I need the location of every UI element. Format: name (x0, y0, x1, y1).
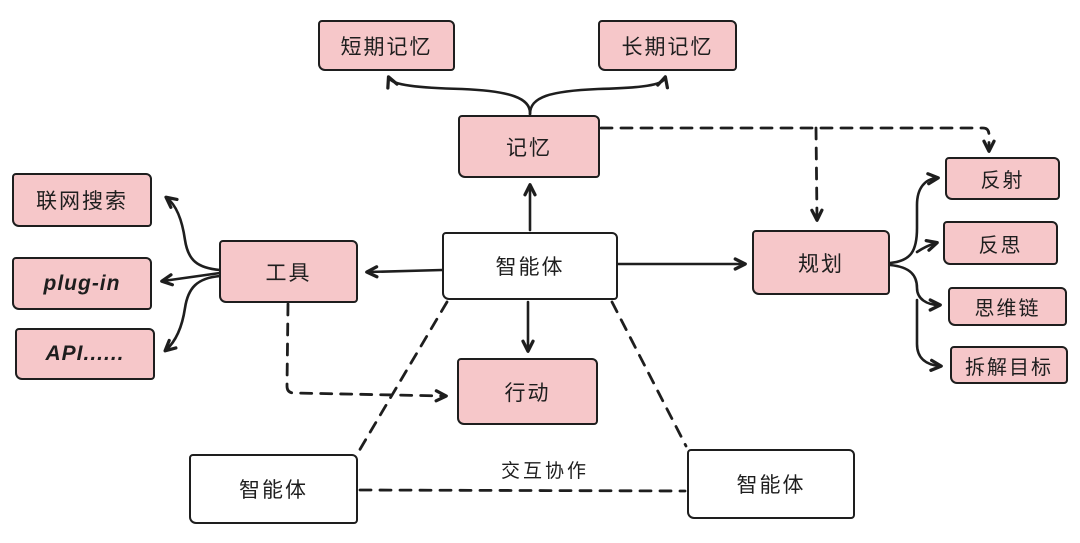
node-action-label: 行动 (504, 381, 551, 405)
node-reflection-label: 反思 (978, 234, 1023, 257)
node-agent-bottom-right-label: 智能体 (736, 474, 806, 497)
edge-agent-to-agent-bottom-right-dashed (610, 300, 688, 448)
node-reflex-label: 反射 (980, 170, 1025, 192)
node-api-label: API...... (45, 342, 125, 365)
edge-tools-to-web-search (164, 195, 222, 272)
node-web-search: 联网搜索 (12, 173, 152, 227)
node-tools-label: 工具 (265, 261, 312, 285)
node-chain-of-thought-label: 思维链 (974, 298, 1041, 320)
edge-planning-to-chain-of-thought (888, 263, 942, 312)
node-agent-bottom-left-label: 智能体 (239, 479, 308, 502)
node-agent-bottom-right: 智能体 (687, 449, 855, 519)
node-plug-in-label: plug-in (43, 271, 121, 295)
node-chain-of-thought: 思维链 (948, 287, 1067, 326)
node-planning-label: 规划 (798, 252, 844, 276)
node-agent-center: 智能体 (442, 232, 618, 300)
node-memory: 记忆 (458, 115, 600, 178)
edge-planning-to-goal-decomposition (915, 298, 943, 372)
edge-tools-to-plugin (160, 271, 222, 287)
node-api: API...... (15, 328, 155, 380)
edge-agent-to-agent-bottom-left-dashed (357, 300, 449, 453)
node-plug-in: plug-in (12, 257, 152, 310)
node-short-term-memory: 短期记忆 (318, 20, 455, 71)
edge-memory-to-planning-dashed (810, 126, 824, 222)
node-memory-label: 记忆 (506, 136, 552, 160)
node-long-term-memory-label: 长期记忆 (621, 35, 714, 59)
edge-planning-to-reflection (915, 238, 939, 254)
edge-agent-to-tools (365, 265, 444, 279)
node-web-search-label: 联网搜索 (36, 190, 128, 213)
node-reflex: 反射 (945, 157, 1060, 200)
edge-memory-to-long-term (528, 75, 670, 116)
edge-planning-to-reflex (888, 172, 940, 265)
edge-tools-to-api (163, 274, 222, 353)
node-planning: 规划 (752, 230, 890, 295)
node-agent-center-label: 智能体 (495, 256, 565, 279)
collaboration-edge-label: 交互协作 (500, 461, 589, 482)
edge-collaboration-dashed (358, 488, 687, 493)
edge-tools-to-action-dashed (285, 302, 448, 403)
node-reflection: 反思 (943, 221, 1058, 265)
node-tools: 工具 (219, 240, 358, 303)
node-short-term-memory-label: 短期记忆 (340, 35, 433, 59)
edge-memory-to-short-term (386, 75, 532, 116)
node-agent-bottom-left: 智能体 (189, 454, 358, 524)
node-action: 行动 (457, 358, 598, 425)
node-goal-decomposition-label: 拆解目标 (965, 356, 1053, 379)
node-goal-decomposition: 拆解目标 (950, 346, 1068, 384)
node-long-term-memory: 长期记忆 (598, 20, 737, 71)
edge-memory-to-reflex-dashed (599, 126, 996, 153)
